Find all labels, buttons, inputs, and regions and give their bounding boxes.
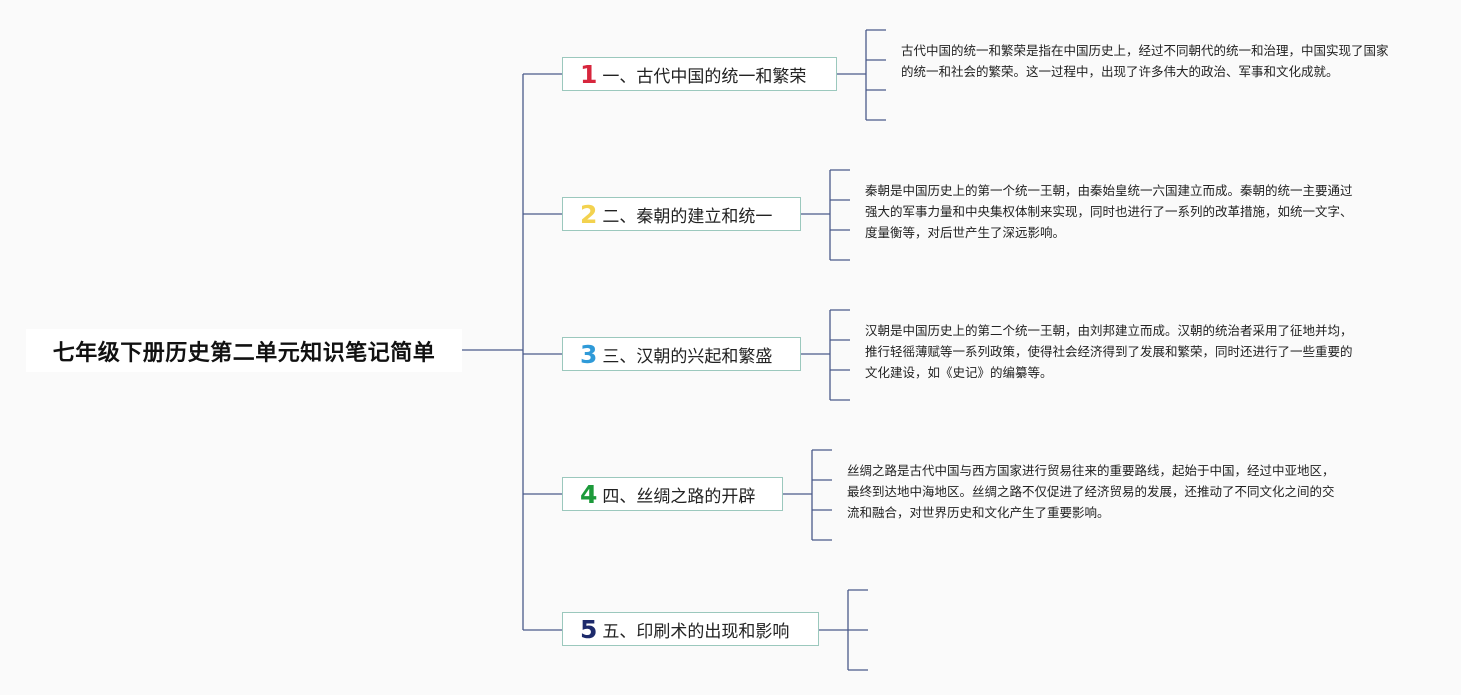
- number-4: 4: [580, 479, 598, 509]
- topic-4[interactable]: 4 四、丝绸之路的开辟: [562, 477, 783, 511]
- topic-2-label: 二、秦朝的建立和统一: [602, 206, 773, 227]
- topic-2-description: 秦朝是中国历史上的第一个统一王朝，由秦始皇统一六国建立而成。秦朝的统一主要通过强…: [865, 183, 1353, 240]
- number-1: 1: [580, 59, 598, 89]
- root-topic[interactable]: 七年级下册历史第二单元知识笔记简单: [26, 329, 462, 372]
- topic-3-label: 三、汉朝的兴起和繁盛: [602, 346, 773, 367]
- topic-4-label: 四、丝绸之路的开辟: [602, 486, 756, 507]
- topic-5-label: 五、印刷术的出现和影响: [602, 621, 790, 642]
- number-2: 2: [580, 199, 598, 229]
- topic-1[interactable]: 1 一、古代中国的统一和繁荣: [562, 57, 837, 91]
- root-title: 七年级下册历史第二单元知识笔记简单: [52, 340, 436, 366]
- number-3: 3: [580, 339, 598, 369]
- topic-1-label: 一、古代中国的统一和繁荣: [602, 66, 807, 87]
- topic-5[interactable]: 5 五、印刷术的出现和影响: [562, 612, 819, 646]
- topic-3[interactable]: 3 三、汉朝的兴起和繁盛: [562, 337, 801, 371]
- topic-4-description: 丝绸之路是古代中国与西方国家进行贸易往来的重要路线，起始于中国，经过中亚地区，最…: [847, 463, 1335, 520]
- topic-1-description: 古代中国的统一和繁荣是指在中国历史上，经过不同朝代的统一和治理，中国实现了国家的…: [901, 43, 1389, 79]
- topic-3-description: 汉朝是中国历史上的第二个统一王朝，由刘邦建立而成。汉朝的统治者采用了征地并均，推…: [865, 323, 1353, 380]
- number-5: 5: [580, 614, 598, 644]
- topic-2[interactable]: 2 二、秦朝的建立和统一: [562, 197, 801, 231]
